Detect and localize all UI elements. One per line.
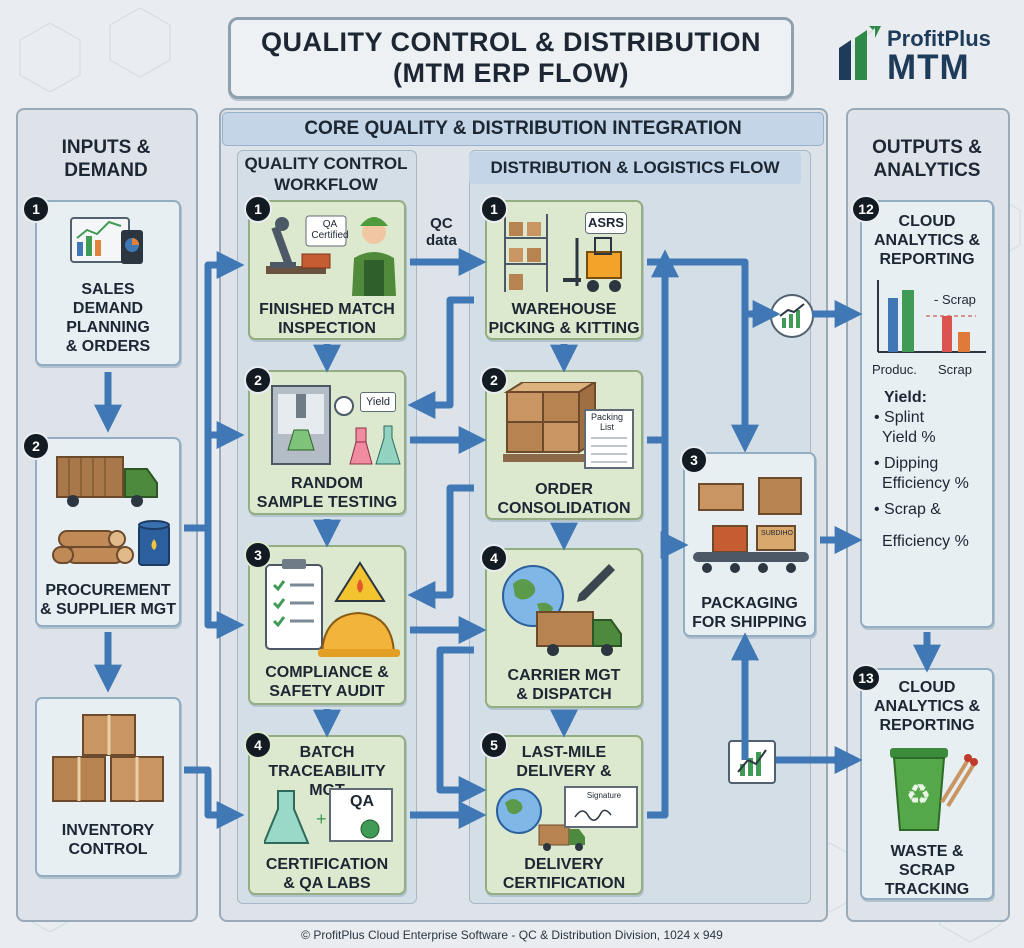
step-badge-packaging: 3 (680, 446, 708, 474)
globe-signature-icon (496, 786, 638, 851)
card-compliance-safety-audit[interactable]: COMPLIANCE & SAFETY AUDIT (248, 545, 406, 705)
step-badge-dist-4: 4 (480, 544, 508, 572)
card-inventory[interactable]: INVENTORY CONTROL (35, 697, 181, 877)
qc-title: QUALITY CONTROL WORKFLOW (244, 154, 408, 194)
metric-dipping-efficiency: • Dipping Efficiency % (874, 455, 969, 492)
label-certification: CERTIFICATION & QA LABS (265, 856, 389, 892)
qc-data-label: QC data (426, 215, 457, 249)
step-badge-dist-2: 2 (480, 366, 508, 394)
label-carrier: CARRIER MGT & DISPATCH (507, 667, 621, 703)
label-order-consolidation: ORDER CONSOLIDATION (497, 481, 631, 517)
chart-x-scrap: Scrap (938, 362, 972, 377)
signature-badge: Signature (586, 791, 622, 800)
label-random-sample: RANDOM SAMPLE TESTING (256, 475, 398, 511)
card-cloud-analytics-2[interactable]: CLOUD ANALYTICS & REPORTING ♻ WASTE & SC… (860, 668, 994, 900)
logo-brand: ProfitPlus (887, 26, 991, 51)
step-badge-qc-1: 1 (244, 195, 272, 223)
svg-text:+: + (316, 809, 327, 829)
truck-logs-icon (52, 456, 170, 566)
chart-scrap-label: - Scrap (934, 292, 976, 307)
diagram-title: QUALITY CONTROL & DISTRIBUTION (MTM ERP … (228, 17, 794, 99)
card-packaging[interactable]: SUBDIHO PACKAGING FOR SHIPPING (683, 452, 816, 637)
core-band: CORE QUALITY & DISTRIBUTION INTEGRATION (222, 112, 824, 146)
card-last-mile-delivery[interactable]: LAST-MILE DELIVERY & Signature DELIVERY … (485, 735, 643, 895)
yield-badge: Yield (360, 392, 396, 412)
logo-mark-icon (839, 26, 881, 80)
label-waste-scrap: WASTE & SCRAP TRACKING (884, 843, 970, 898)
yield-title: Yield: (884, 389, 927, 406)
bar-trend-icon (737, 749, 767, 776)
asrs-badge: ASRS (585, 212, 627, 234)
conveyor-boxes-icon (693, 477, 809, 573)
step-badge-output-12: 12 (851, 195, 881, 223)
outputs-title: OUTPUTS & ANALYTICS (872, 137, 982, 181)
globe-truck-icon (502, 564, 622, 656)
label-procurement: PROCUREMENT & SUPPLIER MGT (39, 582, 176, 618)
boxes-icon (52, 714, 164, 802)
label-packaging: PACKAGING FOR SHIPPING (692, 595, 807, 631)
card-sales-demand[interactable]: SALES DEMAND PLANNING & ORDERS (35, 200, 181, 366)
analytics-bubble-icon (770, 294, 814, 338)
qa-badge: QA (350, 793, 374, 810)
label-cloud-analytics-2: CLOUD ANALYTICS & REPORTING (873, 679, 981, 734)
inputs-title: INPUTS & DEMAND (61, 137, 151, 181)
label-compliance: COMPLIANCE & SAFETY AUDIT (265, 664, 389, 700)
step-badge-output-13: 13 (851, 664, 881, 692)
footer-copyright: © ProfitPlus Cloud Enterprise Software -… (301, 928, 723, 942)
step-badge-input-2: 2 (22, 432, 50, 460)
label-delivery-certification: DELIVERY CERTIFICATION (502, 856, 626, 892)
flask-certificate-icon: + (264, 788, 393, 844)
label-last-mile: LAST-MILE DELIVERY & (516, 744, 612, 780)
card-carrier-dispatch[interactable]: CARRIER MGT & DISPATCH (485, 548, 643, 708)
title-line-2: (MTM ERP FLOW) (393, 58, 629, 88)
step-badge-input-1: 1 (22, 195, 50, 223)
chart-x-produc: Produc. (872, 362, 917, 377)
profitplus-logo: ProfitPlus MTM (835, 24, 1015, 88)
card-procurement[interactable]: PROCUREMENT & SUPPLIER MGT (35, 437, 181, 627)
step-badge-dist-5: 5 (480, 731, 508, 759)
warehouse-forklift-icon (504, 214, 622, 292)
card-batch-traceability[interactable]: BATCH TRACEABILITY MGT + QA CERTIFICATIO… (248, 735, 406, 895)
card-order-consolidation[interactable]: Packing List ORDER CONSOLIDATION (485, 370, 643, 520)
trend-chart-icon (779, 303, 805, 328)
logo-sub: MTM (887, 48, 970, 87)
metric-scrap-efficiency: • Scrap & Efficiency % (874, 501, 969, 550)
card-warehouse-picking[interactable]: ASRS WAREHOUSE PICKING & KITTING (485, 200, 643, 340)
recycle-bin-icon: ♻ (890, 748, 978, 831)
label-inventory: INVENTORY CONTROL (61, 822, 155, 858)
step-badge-qc-3: 3 (244, 541, 272, 569)
production-scrap-chart-icon (877, 280, 986, 353)
svg-text:♻: ♻ (906, 778, 931, 811)
testing-rig-icon (271, 385, 401, 465)
title-line-1: QUALITY CONTROL & DISTRIBUTION (261, 27, 761, 57)
inspector-microscope-icon (266, 215, 396, 296)
qa-certified-badge: QA Certified (311, 219, 349, 241)
label-sales: SALES DEMAND PLANNING & ORDERS (65, 281, 151, 355)
dist-title: DISTRIBUTION & LOGISTICS FLOW (469, 152, 801, 184)
box-stamp: SUBDIHO (761, 530, 793, 537)
label-cloud-analytics-1: CLOUD ANALYTICS & REPORTING (873, 213, 981, 268)
metric-splint-yield: • Splint Yield % (874, 409, 936, 446)
step-badge-qc-2: 2 (244, 366, 272, 394)
label-warehouse: WAREHOUSE PICKING & KITTING (488, 301, 640, 337)
card-finished-match-inspection[interactable]: QA Certified FINISHED MATCH INSPECTION (248, 200, 406, 340)
step-badge-qc-4: 4 (244, 731, 272, 759)
step-badge-dist-1: 1 (480, 195, 508, 223)
sales-chart-icon (70, 217, 143, 264)
label-finished-match: FINISHED MATCH INSPECTION (259, 301, 395, 337)
card-cloud-analytics-1[interactable]: CLOUD ANALYTICS & REPORTING - Scrap Prod… (860, 200, 994, 628)
report-chart-icon (728, 740, 776, 784)
card-random-sample-testing[interactable]: Yield RANDOM SAMPLE TESTING (248, 370, 406, 515)
audit-clipboard-icon (265, 559, 400, 657)
pallet-boxes-icon (503, 382, 634, 469)
packing-list-badge: Packing List (590, 412, 624, 432)
